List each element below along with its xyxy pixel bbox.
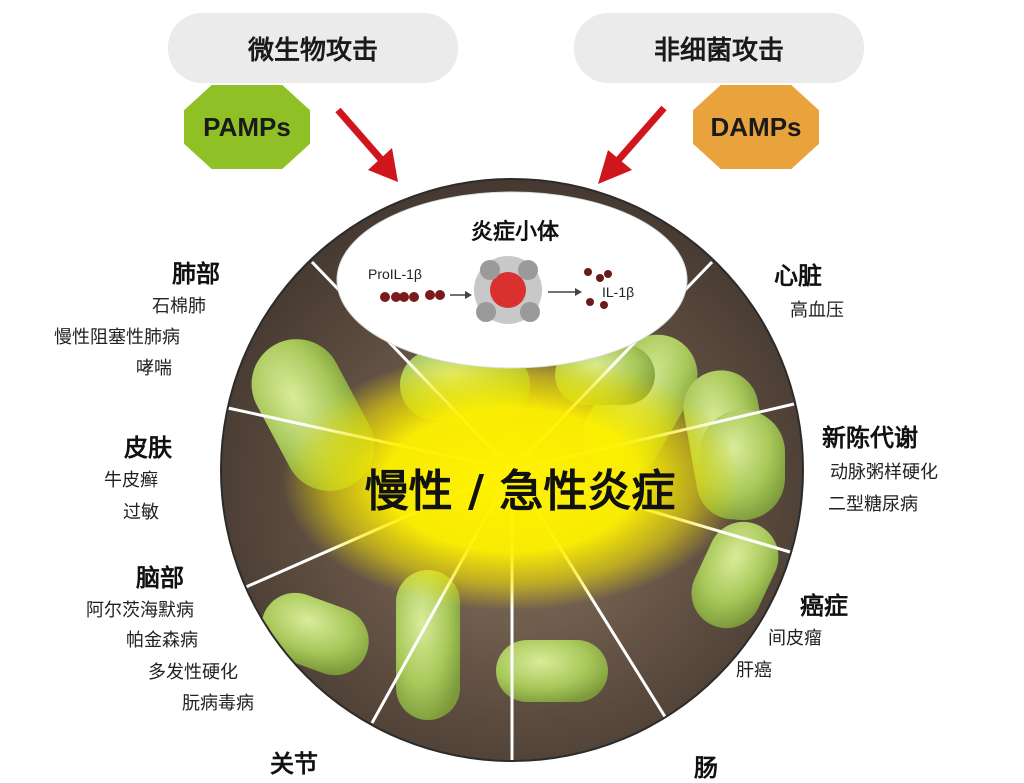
disease-item: 牛皮癣 bbox=[104, 470, 158, 491]
arrow-left bbox=[335, 107, 398, 182]
microbial-attack-label: 微生物攻击 bbox=[168, 13, 458, 83]
disease-item: 阿尔茨海默病 bbox=[86, 600, 194, 621]
damps-badge: DAMPs bbox=[693, 85, 819, 169]
organ-brain: 脑部 bbox=[136, 564, 184, 592]
inflammation-glow bbox=[282, 350, 742, 610]
organ-skin: 皮肤 bbox=[124, 434, 172, 462]
disease-item: 朊病毒病 bbox=[182, 693, 254, 714]
disease-item: 高血压 bbox=[790, 300, 844, 321]
disease-item: 哮喘 bbox=[136, 358, 172, 379]
organ-heart: 心脏 bbox=[774, 262, 822, 290]
pamps-badge: PAMPs bbox=[184, 85, 310, 169]
disease-item: 动脉粥样硬化 bbox=[830, 462, 938, 483]
disease-item: 慢性阻塞性肺病 bbox=[54, 327, 180, 348]
prol-il1b-molecules bbox=[380, 290, 445, 302]
disease-item: 间皮瘤 bbox=[768, 628, 822, 649]
prol-il1b-label: ProIL-1β bbox=[368, 266, 422, 282]
arrow-right bbox=[598, 105, 667, 184]
il1b-molecules bbox=[584, 268, 612, 309]
organ-lung: 肺部 bbox=[172, 260, 220, 288]
bacteria-cluster bbox=[251, 334, 785, 720]
non-bacterial-attack-label: 非细菌攻击 bbox=[574, 13, 864, 83]
disease-item: 肝癌 bbox=[736, 660, 772, 681]
disease-item: 多发性硬化 bbox=[148, 662, 238, 683]
il1b-label: IL-1β bbox=[602, 284, 635, 300]
disease-item: 石棉肺 bbox=[152, 296, 206, 317]
inflammasome-title: 炎症小体 bbox=[470, 220, 559, 245]
organ-metabolism: 新陈代谢 bbox=[822, 424, 918, 452]
organ-joint: 关节 bbox=[270, 750, 318, 778]
disease-item: 过敏 bbox=[123, 502, 159, 523]
inflammasome-complex-icon bbox=[474, 256, 542, 324]
chronic-acute-inflammation-label: 慢性 / 急性炎症 bbox=[364, 466, 676, 517]
disease-item: 二型糖尿病 bbox=[828, 494, 918, 515]
organ-gut: 肠 bbox=[694, 754, 718, 782]
organ-cancer: 癌症 bbox=[800, 592, 848, 620]
disease-item: 帕金森病 bbox=[126, 630, 198, 651]
